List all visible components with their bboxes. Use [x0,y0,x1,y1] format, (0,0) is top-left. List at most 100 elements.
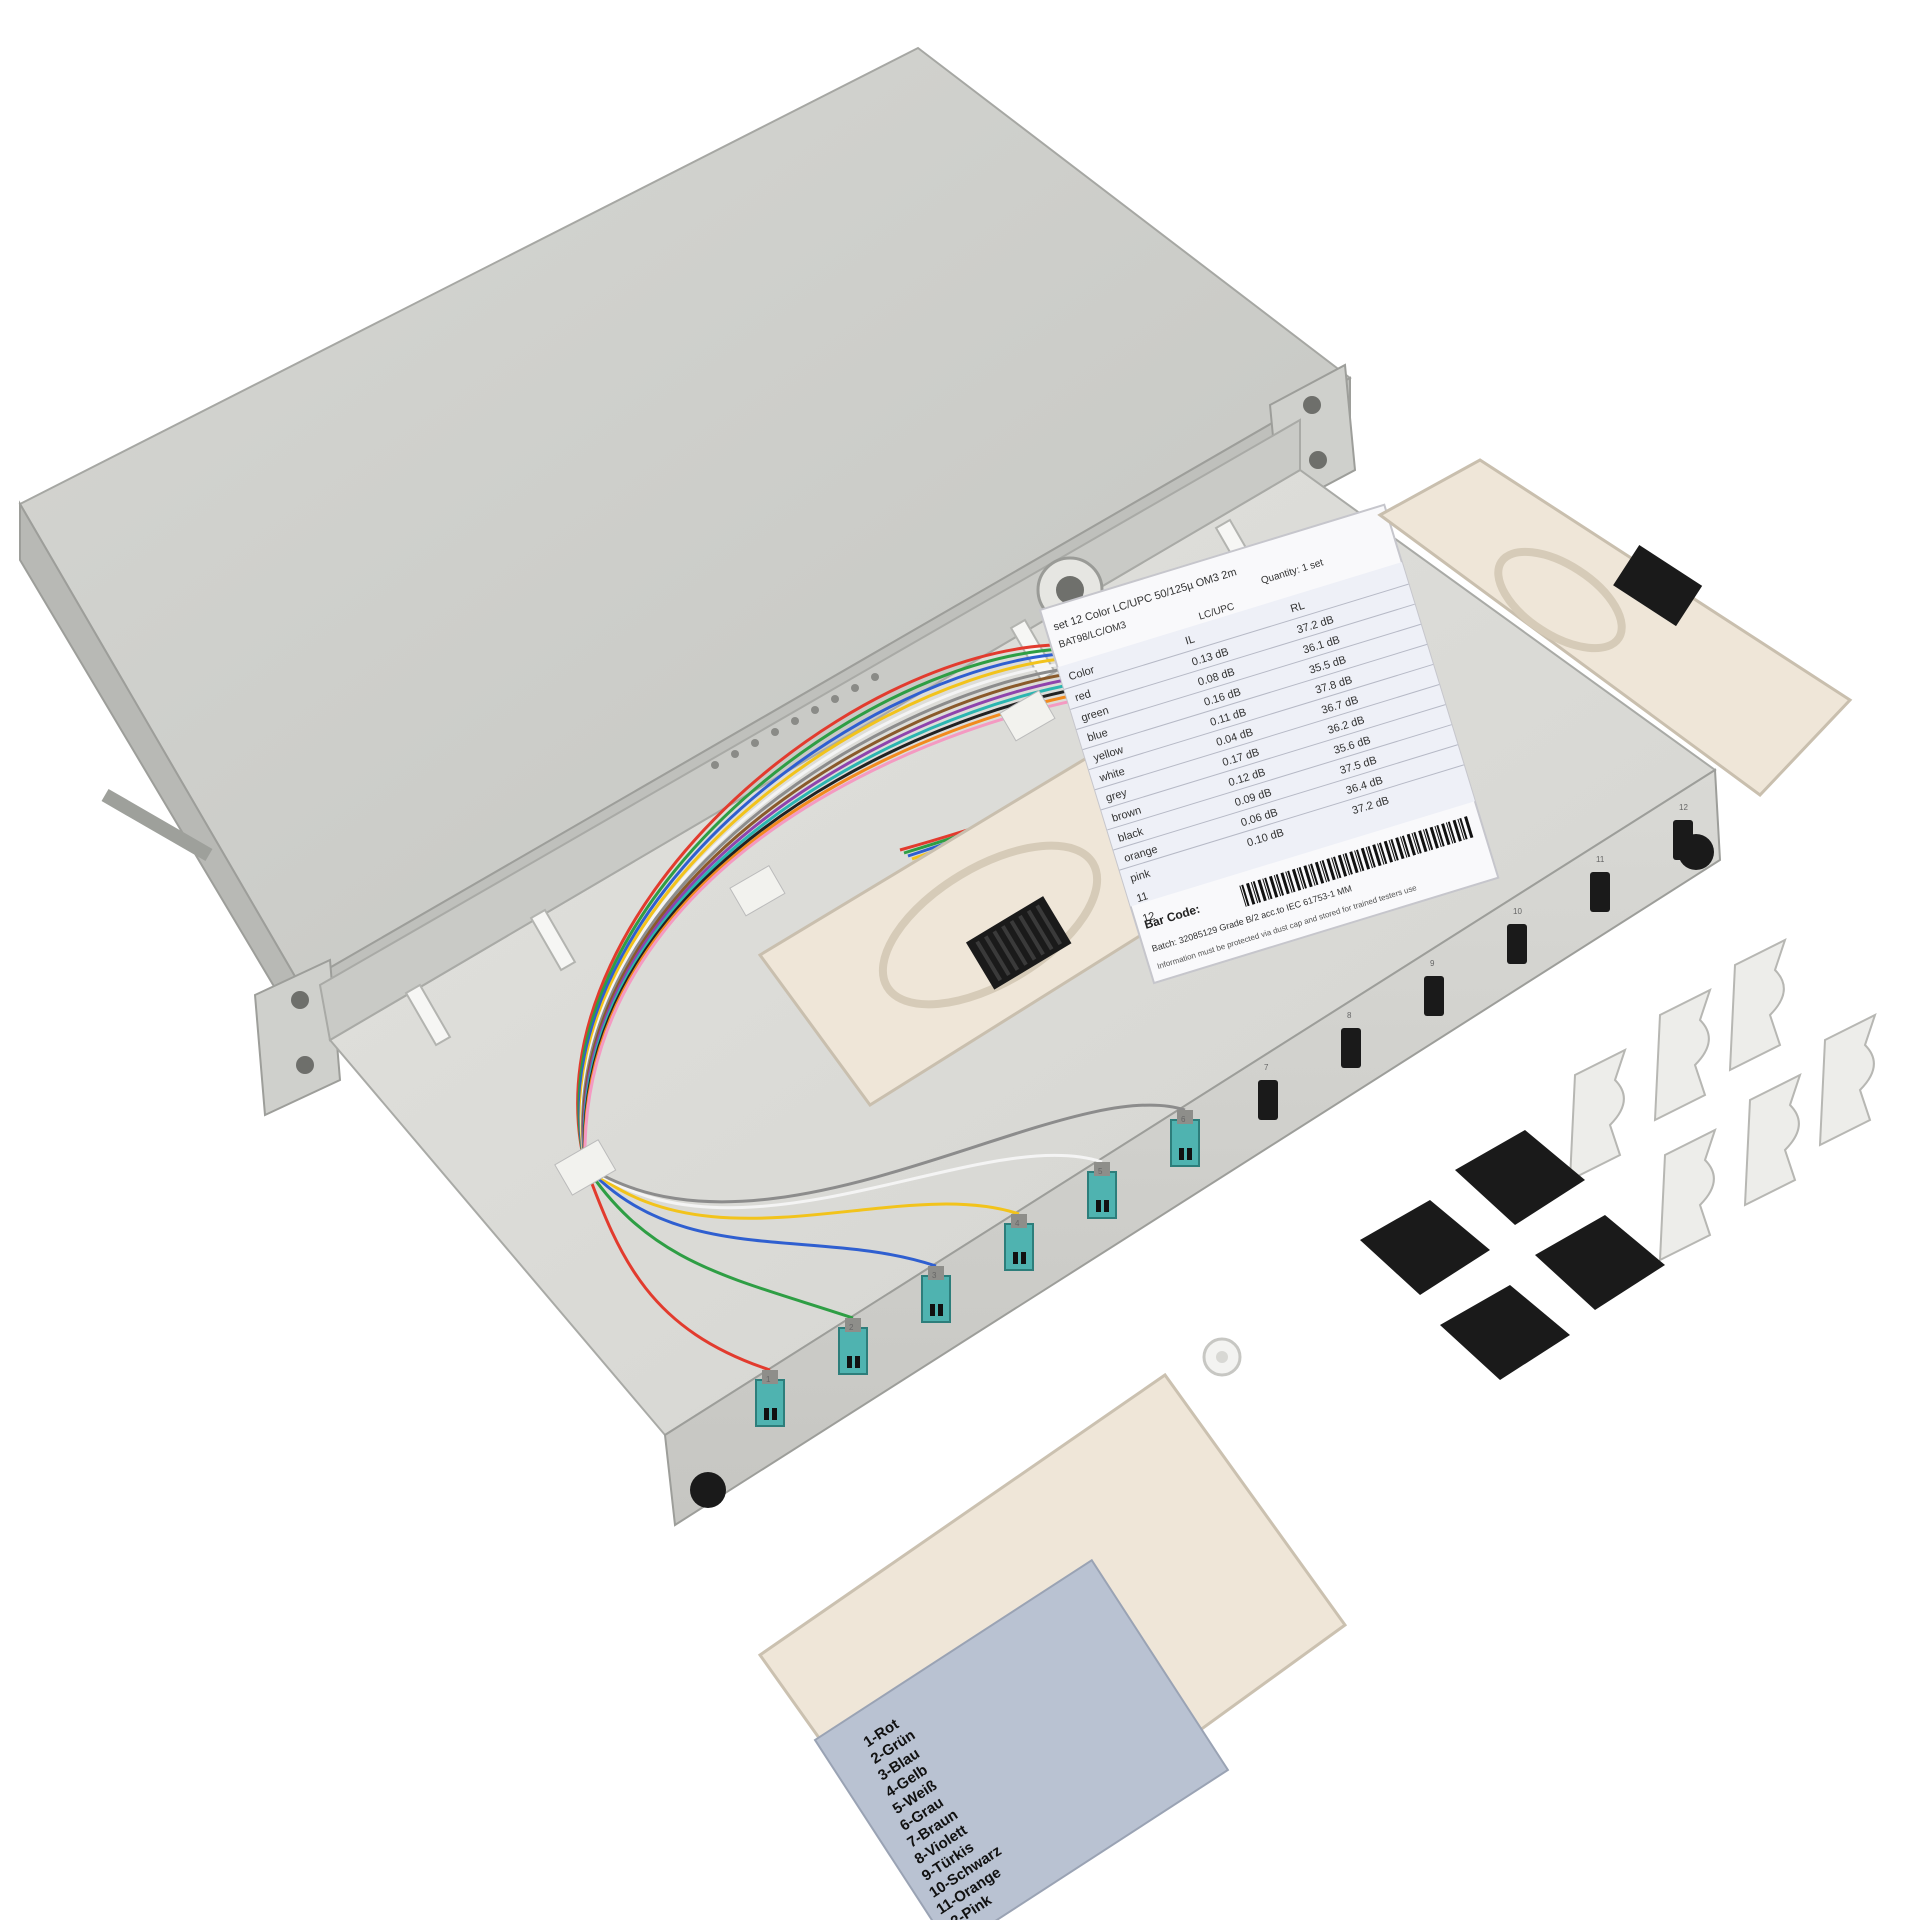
barcode-bar [1424,828,1434,851]
barcode-bar [1399,836,1408,858]
barcode-bar [1285,871,1293,893]
splice-holder [965,896,1072,990]
cable-clip-6 [1818,1013,1877,1147]
table-cell: pink [1129,867,1152,885]
table-cell: red [1074,688,1093,704]
mounting-ear-left [253,958,342,1117]
table-row-number: 12 [1141,910,1156,925]
cable-clip-3 [1728,938,1787,1072]
ear-hole-left-1 [291,991,309,1009]
adapter-port [772,1408,777,1420]
adapter-port [1187,1148,1192,1160]
barcode-bar [1252,881,1262,903]
barcode-bar [1280,872,1290,895]
port-number: 3 [932,1271,937,1280]
barcode-bar [1395,837,1405,860]
barcode [1239,816,1474,907]
test-report-sheet: set 12 Color LC/UPC 50/125µ OM3 2m Quant… [1038,503,1500,985]
table-rule [1064,583,1409,690]
cable-clip-5 [1743,1073,1802,1207]
splice-cassette-spare [1377,458,1853,797]
blank-port-cover[interactable] [1590,872,1610,912]
blank-port-cover[interactable] [1424,976,1444,1016]
back-wall-holes [711,673,879,769]
barcode-bar [1406,833,1416,856]
barcode-bar [1459,817,1468,840]
lc-duplex-adapter[interactable] [838,1327,868,1375]
barcode-bar [1257,879,1267,902]
port-number: 9 [1430,959,1435,968]
port-number: 8 [1347,1011,1352,1020]
barcode-bar [1273,874,1282,897]
adapter-port [1021,1252,1026,1264]
barcode-bar [1378,842,1388,865]
table-rule [1076,623,1421,731]
fiber-to-adapter [583,1164,854,1320]
cable-tie-anchor-1 [554,1139,617,1196]
ear-hole-right-1 [1303,396,1321,414]
barcode-bar [1296,867,1305,890]
ear-hole-right-2 [1309,451,1327,469]
barcode-bar [1365,846,1373,869]
barcode-bar [1401,835,1411,858]
cable-clip-4 [1658,1128,1717,1262]
barcode-bar [1291,868,1302,891]
barcode-bar [1310,863,1319,886]
port-number: 5 [1098,1167,1103,1176]
table-rule [1070,603,1415,710]
splice-holder-spare-2 [1455,1130,1585,1225]
table-rule [1094,684,1440,791]
lc-duplex-adapter[interactable] [1087,1171,1117,1219]
barcode-bar [1268,875,1279,898]
barcode-bar [1372,844,1382,867]
cable-gland-hole [1056,576,1084,604]
barcode-bar [1447,821,1457,844]
barcode-bar [1411,832,1419,855]
lc-duplex-adapter[interactable] [1004,1223,1034,1271]
adapter-port [938,1304,943,1316]
adapter-clip [762,1370,778,1384]
barcode-bar [1250,881,1259,904]
barcode-bar [1314,861,1325,884]
blank-port-cover[interactable] [1673,820,1693,860]
barcode-bar [1326,858,1336,881]
barcode-bar [1356,849,1365,872]
blank-port-cover[interactable] [1258,1080,1278,1120]
adapter-port [847,1356,852,1368]
splice-holder-spares [1360,1130,1665,1380]
barcode-bar [1367,846,1376,868]
thumb-screw-left[interactable] [690,1472,726,1508]
port-number: 10 [1513,907,1522,916]
barcode-bar [1262,878,1270,900]
barcode-bar [1342,853,1351,876]
fiber-to-adapter [584,1103,1186,1204]
barcode-bar [1308,864,1316,886]
lc-duplex-adapter[interactable] [1170,1119,1200,1167]
blank-port-cover[interactable] [1341,1028,1361,1068]
barcode-bar [1275,874,1285,896]
lc-duplex-adapter[interactable] [755,1379,785,1427]
adapter-port [1179,1148,1184,1160]
barcode-bar [1344,853,1353,875]
color-code-label [813,1558,1230,1920]
fiber-to-adapter [584,1163,1020,1220]
barcode-bar [1246,882,1256,905]
barcode-bar [1445,822,1454,844]
barcode-bar [1388,839,1396,862]
lc-duplex-adapter[interactable] [921,1275,951,1323]
barcode-bar [1360,847,1371,870]
barcode-bar [1457,818,1465,841]
barcode-bar [1418,830,1428,853]
adapter-clip [1011,1214,1027,1228]
port-number: 4 [1015,1219,1020,1228]
blank-port-cover[interactable] [1507,924,1527,964]
barcode-bar [1241,884,1250,907]
port-number: 11 [1596,855,1605,864]
barcode-bar [1321,860,1330,882]
fiber-to-adapter [584,1153,1103,1210]
barcode-bar [1333,856,1342,879]
barcode-bar [1441,823,1451,846]
barcode-bar [1377,843,1385,865]
barcode-bar [1264,877,1273,900]
